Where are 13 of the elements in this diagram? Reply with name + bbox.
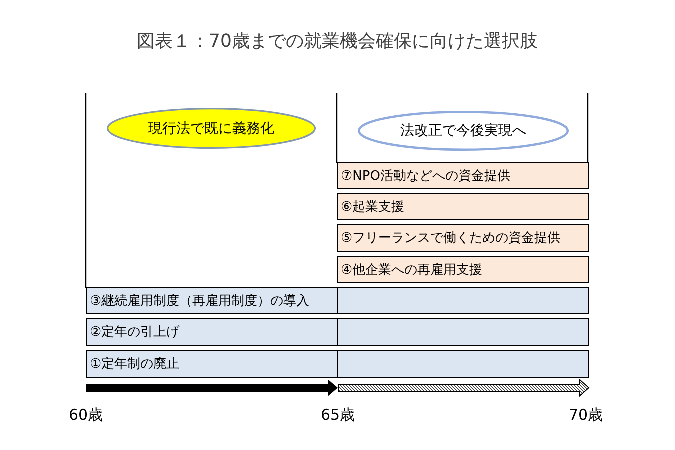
age-label: 70歳	[568, 405, 604, 426]
option-bar: ⑥起業支援	[337, 193, 589, 220]
option-bar: ⑦NPO活動などへの資金提供	[337, 162, 589, 189]
heading-ellipse: 法改正で今後実現へ	[358, 111, 569, 151]
option-bar: ④他企業への再雇用支援	[337, 256, 589, 283]
option-bar: ⑤フリーランスで働くための資金提供	[337, 224, 589, 252]
option-bar: ②定年の引上げ	[86, 318, 589, 346]
option-bar: ①定年制の廃止	[86, 350, 589, 378]
age-label: 65歳	[320, 405, 356, 426]
age-label: 60歳	[68, 405, 104, 426]
option-bar: ③継続雇用制度（再雇用制度）の導入	[86, 287, 589, 314]
heading-ellipse: 現行法で既に義務化	[107, 108, 316, 149]
title: 図表１：70歳までの就業機会確保に向けた選択肢	[136, 30, 539, 54]
